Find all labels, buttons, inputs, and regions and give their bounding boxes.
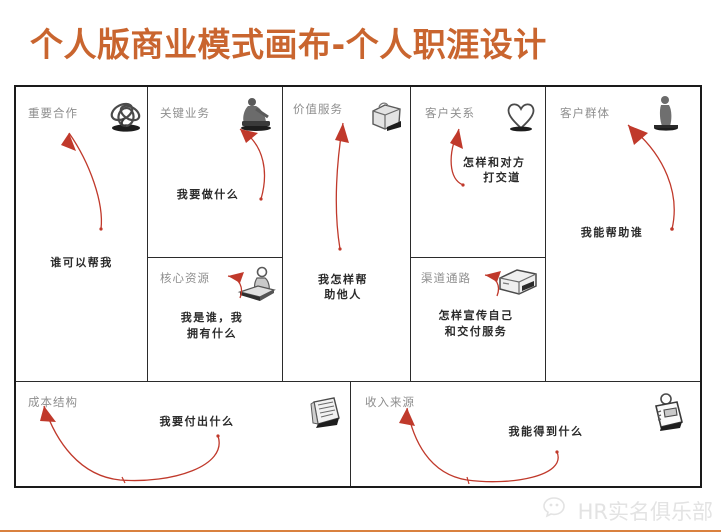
- note-key-partners: 谁可以帮我: [50, 256, 113, 269]
- cell-key-activities[interactable]: 关键业务 我要做什么: [148, 87, 282, 257]
- cell-title-key-partners: 重要合作: [28, 106, 78, 120]
- interlocking-rings-icon: [106, 99, 146, 133]
- watermark-text: HR实名俱乐部: [577, 499, 713, 524]
- cell-customer-segments[interactable]: 客户群体 我能帮助谁: [546, 87, 700, 381]
- cash-register-icon: [649, 392, 689, 432]
- documents-icon: [306, 394, 344, 430]
- delivery-truck-icon: [495, 264, 541, 300]
- cell-channels[interactable]: 渠道通路 怎样宣传自己 和交付服务: [411, 258, 545, 381]
- gift-box-icon: [367, 97, 405, 133]
- note-customer-segments: 我能帮助谁: [580, 226, 644, 239]
- grid-divider-v1: [147, 87, 148, 381]
- watermark: HR实名俱乐部: [542, 495, 713, 526]
- note-cost-structure: 我要付出什么: [159, 415, 235, 428]
- cell-title-key-resources: 核心资源: [160, 271, 210, 285]
- grid-divider-h-left: [147, 257, 282, 258]
- cell-revenue-streams[interactable]: 收入来源 我能得到什么: [351, 382, 700, 486]
- page-title: 个人版商业模式画布-个人职涯设计: [30, 25, 547, 64]
- cell-title-key-activities: 关键业务: [160, 106, 210, 120]
- cell-title-channels: 渠道通路: [421, 271, 471, 285]
- note-channels-line1: 怎样宣传自己: [438, 309, 514, 322]
- grid-divider-v4: [545, 87, 546, 381]
- cell-title-revenue-streams: 收入来源: [365, 395, 415, 409]
- note-value-proposition-line2: 助他人: [324, 288, 362, 301]
- standing-person-icon: [650, 93, 682, 133]
- cell-key-resources[interactable]: 核心资源 我是谁，我 拥有什么: [148, 258, 282, 381]
- cell-value-proposition[interactable]: 价值服务 我怎样帮 助他人: [283, 87, 410, 381]
- business-model-canvas: 重要合作 谁可以帮我: [14, 85, 702, 488]
- grid-divider-bottom-split: [350, 381, 351, 486]
- note-key-activities: 我要做什么: [176, 188, 240, 201]
- note-customer-relationships-line1: 怎样和对方: [463, 156, 526, 169]
- cell-title-value-proposition: 价值服务: [293, 102, 343, 116]
- note-customer-relationships-line2: 打交道: [483, 171, 521, 184]
- person-at-desk-icon: [236, 264, 278, 304]
- bottom-accent-rule: [0, 530, 721, 532]
- cell-customer-relationships[interactable]: 客户关系 怎样和对方 打交道: [411, 87, 545, 257]
- grid-divider-v3: [410, 87, 411, 381]
- grid-divider-v2: [282, 87, 283, 381]
- note-channels-line2: 和交付服务: [444, 325, 508, 338]
- cell-title-cost-structure: 成本结构: [28, 395, 78, 409]
- wechat-icon: [542, 495, 573, 526]
- arrow-value-proposition: [335, 122, 349, 251]
- heart-icon: [503, 99, 539, 133]
- note-value-proposition-line1: 我怎样帮: [318, 273, 368, 286]
- note-revenue-streams: 我能得到什么: [508, 425, 584, 438]
- note-key-resources-line2: 拥有什么: [187, 327, 237, 340]
- cell-title-customer-relationships: 客户关系: [425, 106, 475, 120]
- cell-cost-structure[interactable]: 成本结构 我要付出什么: [16, 382, 350, 486]
- grid-divider-bottom-row: [16, 381, 700, 382]
- cell-key-partners[interactable]: 重要合作 谁可以帮我: [16, 87, 147, 381]
- note-key-resources-line1: 我是谁，我: [180, 311, 244, 324]
- cell-title-customer-segments: 客户群体: [560, 106, 610, 120]
- grid-divider-h-right: [410, 257, 545, 258]
- person-working-icon: [236, 95, 276, 133]
